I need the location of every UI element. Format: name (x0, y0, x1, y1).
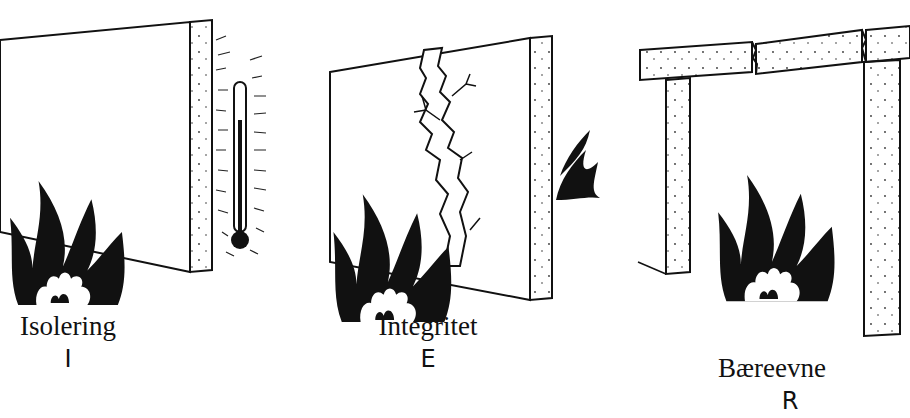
integrity-figure (330, 36, 600, 322)
criterion-name: Bæreevne (718, 354, 826, 384)
criterion-code: I (64, 346, 71, 372)
insulation-figure (0, 20, 266, 305)
criterion-name: Integritet (379, 312, 478, 342)
load-bearing-figure (638, 26, 910, 336)
criterion-name: Isolering (20, 312, 116, 342)
criterion-code: R (782, 388, 799, 414)
criterion-code: E (420, 346, 435, 372)
